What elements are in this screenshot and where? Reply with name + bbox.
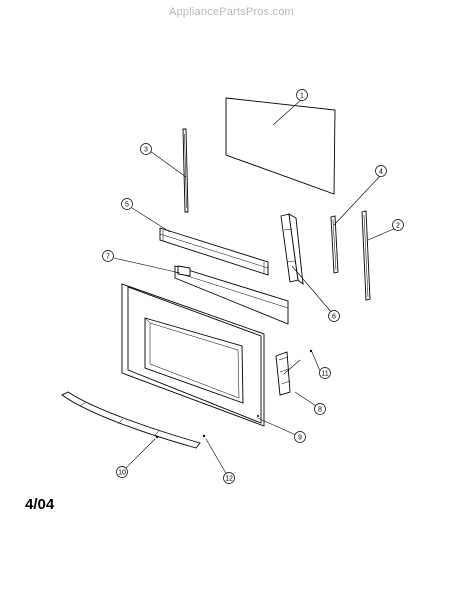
callout-9-label: 9 [298, 435, 302, 442]
callout-3[interactable]: 3 [140, 143, 152, 155]
callout-11[interactable]: 11 [319, 367, 331, 379]
callout-9[interactable]: 9 [294, 431, 306, 443]
callout-10-label: 10 [118, 470, 126, 477]
part-screw-11[interactable] [309, 349, 313, 353]
leader-lines [113, 98, 397, 476]
callout-3-label: 3 [144, 147, 148, 154]
callout-1-label: 1 [300, 93, 304, 100]
callout-5[interactable]: 5 [121, 198, 133, 210]
callout-7-label: 7 [106, 254, 110, 261]
part-screw-12[interactable] [202, 434, 206, 438]
callout-7[interactable]: 7 [102, 250, 114, 262]
callout-8[interactable]: 8 [314, 403, 326, 415]
callout-12-label: 12 [225, 476, 233, 483]
part-right-strip-outer[interactable] [361, 210, 371, 301]
part-door-handle[interactable] [61, 391, 201, 449]
part-upper-rail[interactable] [159, 227, 269, 276]
callout-4[interactable]: 4 [375, 165, 387, 177]
part-glass-panel[interactable] [225, 97, 336, 195]
callout-12[interactable]: 12 [223, 472, 235, 484]
callout-5-label: 5 [125, 202, 129, 209]
watermark: AppliancePartsPros.com [169, 6, 294, 18]
part-right-strip-inner[interactable] [330, 215, 339, 274]
callout-11-label: 11 [321, 371, 328, 378]
callout-6-label: 6 [332, 314, 336, 321]
date-code: 4/04 [25, 496, 55, 513]
callout-4-label: 4 [379, 169, 383, 176]
part-latch-assembly[interactable] [275, 351, 301, 396]
part-lower-rail[interactable] [174, 265, 289, 325]
callout-2-label: 2 [396, 223, 400, 230]
callout-10[interactable]: 10 [116, 466, 128, 478]
callout-1[interactable]: 1 [296, 89, 308, 101]
part-left-strip[interactable] [182, 128, 189, 213]
callout-2[interactable]: 2 [392, 219, 404, 231]
callout-8-label: 8 [318, 407, 322, 414]
callout-6[interactable]: 6 [328, 310, 340, 322]
part-side-bracket[interactable] [280, 213, 304, 286]
part-door-frame[interactable] [121, 283, 265, 427]
